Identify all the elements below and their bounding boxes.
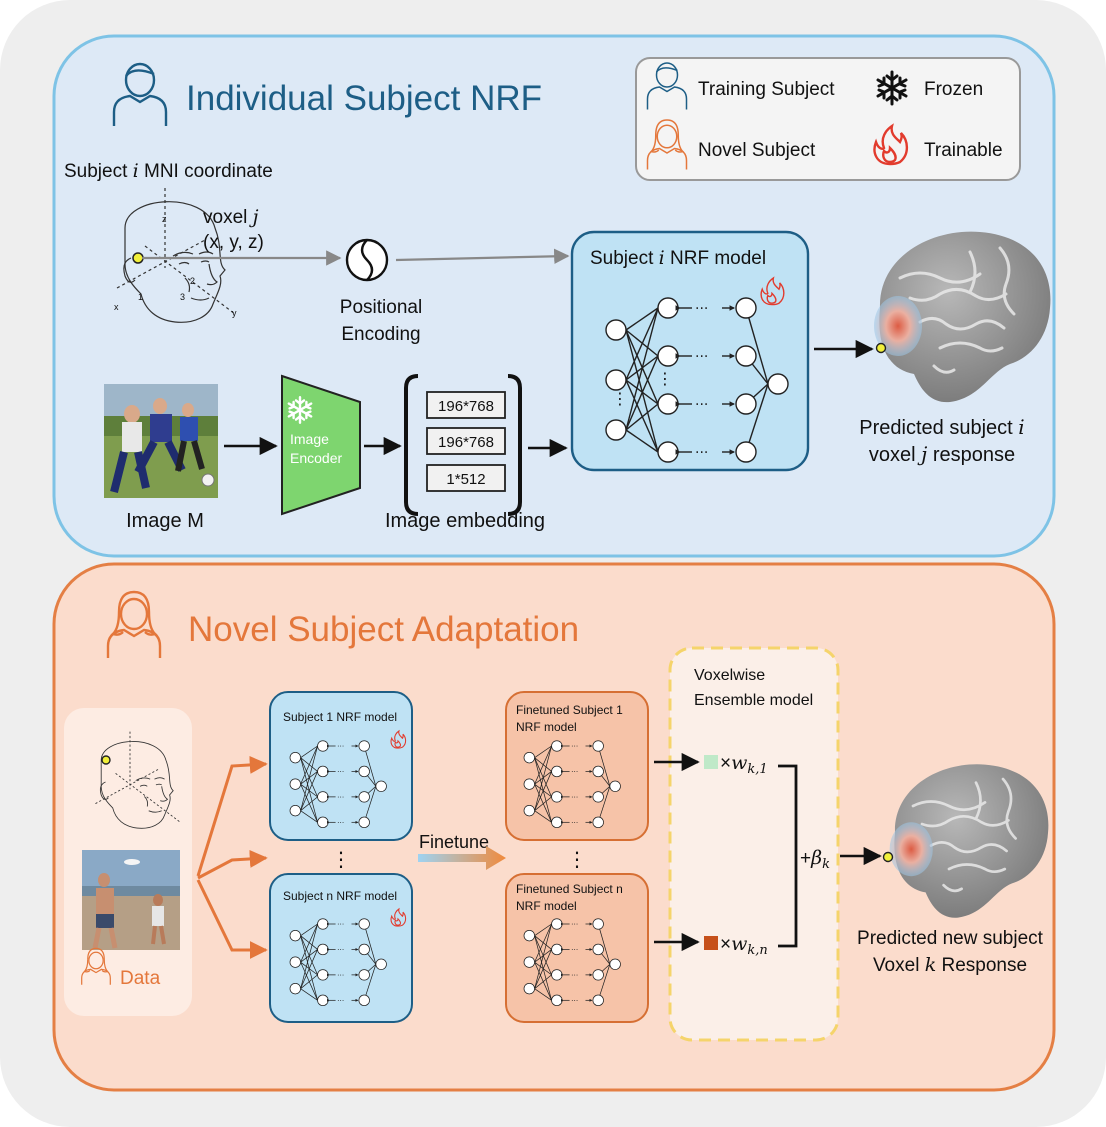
voxel-coordinates-label: (x, y, z) — [203, 232, 264, 253]
predicted-response-line2: voxel j response — [869, 442, 1015, 466]
voxel-point-marker — [132, 252, 144, 264]
finetuned-vdots: ⋮ — [567, 849, 587, 871]
embedding-cell — [426, 427, 506, 455]
embedding-left-bracket — [404, 374, 419, 516]
svg-text:2: 2 — [190, 276, 195, 286]
image-encoder-label-line2: Encoder — [290, 450, 342, 466]
svg-text:1: 1 — [138, 292, 143, 302]
legend-frozen-label: Frozen — [924, 79, 983, 100]
beta-label: +βk — [800, 847, 830, 872]
nrf-vdots: ⋮ — [612, 391, 628, 408]
arrow-encoding-to-nrf — [395, 248, 570, 265]
positional-encoding-label-line1: Positional — [340, 297, 422, 318]
new-predicted-response-line2: Voxel k Response — [873, 954, 1027, 976]
embedding-cell-text: 196*768 — [438, 398, 494, 415]
embedding-cell-text: 196*768 — [438, 434, 494, 451]
nrf-vdots: ⋮ — [657, 371, 673, 388]
models-vdots: ⋮ — [331, 849, 351, 871]
image-encoder-label-line1: Image — [290, 431, 329, 447]
legend-box — [635, 57, 1021, 181]
top-panel-title: Individual Subject NRF — [186, 79, 542, 118]
ensemble-label-line1: Voxelwise — [694, 667, 765, 684]
legend-trainable-label: Trainable — [924, 140, 1003, 161]
embedding-cell-text: 1*512 — [446, 471, 485, 488]
subject-1-nrf-model-box — [269, 691, 413, 841]
image-embedding-label: Image embedding — [385, 510, 545, 532]
embedding-right-bracket — [507, 374, 522, 516]
finetuned-subject-1-box — [505, 691, 649, 841]
finetuned-subject-n-label-line1: Finetuned Subject n — [516, 882, 623, 896]
finetune-gradient-arrow — [418, 846, 506, 870]
new-predicted-response-line1: Predicted new subject — [857, 928, 1044, 949]
weight-n-label: ×wk,n — [720, 933, 768, 958]
data-voxel-marker — [101, 755, 111, 765]
data-to-models-arrows — [196, 755, 268, 959]
embedding-cell — [426, 391, 506, 419]
finetuned-subject-1-label-line1: Finetuned Subject 1 — [516, 703, 623, 717]
predicted-response-line1: Predicted subject i — [859, 415, 1024, 439]
data-beach-photo — [82, 850, 180, 950]
svg-text:3: 3 — [180, 292, 185, 302]
new-brain-voxel-marker — [882, 851, 894, 863]
legend-training-subject-label: Training Subject — [698, 79, 835, 100]
finetuned-subject-n-label-line2: NRF model — [516, 899, 577, 913]
brain-voxel-marker — [875, 342, 887, 354]
image-m-label: Image M — [126, 510, 204, 532]
data-label: Data — [120, 968, 161, 989]
nrf-model-title: Subject i NRF model — [590, 247, 766, 269]
voxel-label: voxel j — [203, 206, 259, 228]
image-m-photo — [104, 384, 218, 498]
svg-text:x: x — [114, 302, 119, 312]
bottom-panel-title: Novel Subject Adaptation — [188, 610, 579, 649]
weight-n-color-square — [704, 936, 718, 950]
subject-1-nrf-model-label: Subject 1 NRF model — [283, 710, 397, 724]
positional-encoding-icon — [345, 238, 389, 282]
positional-encoding-label-line2: Encoding — [341, 324, 420, 345]
svg-text:z: z — [162, 214, 167, 224]
finetuned-subject-1-label-line2: NRF model — [516, 720, 577, 734]
head-axis-labels: z x y 1 2 3 — [114, 214, 237, 318]
ensemble-label-line2: Ensemble model — [694, 692, 813, 709]
mni-coordinate-label: Subject i MNI coordinate — [64, 160, 273, 182]
weight-1-color-square — [704, 755, 718, 769]
subject-n-nrf-model-label: Subject n NRF model — [283, 889, 397, 903]
legend-novel-subject-label: Novel Subject — [698, 140, 816, 161]
weight-1-label: ×wk,1 — [720, 752, 768, 777]
svg-text:y: y — [232, 308, 237, 318]
ensemble-sum-bracket — [778, 764, 798, 948]
finetune-label: Finetune — [419, 832, 489, 852]
embedding-cell — [426, 464, 506, 492]
